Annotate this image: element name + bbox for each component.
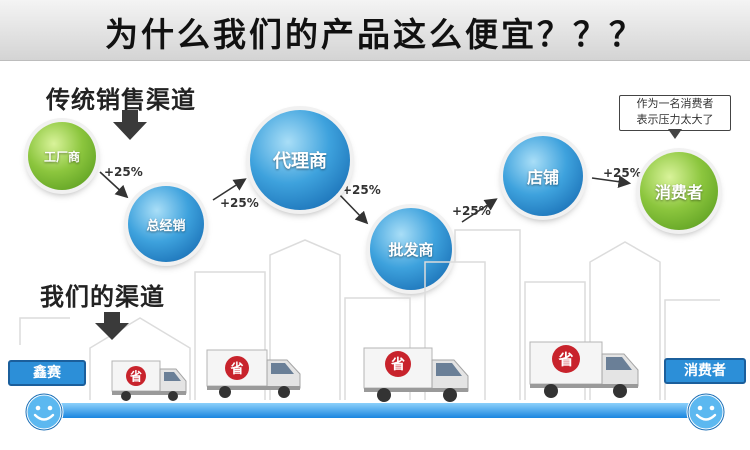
markup-label: +25% [220, 196, 259, 210]
markup-label: +25% [603, 166, 642, 180]
speech-line-1: 作为一名消费者 [636, 97, 714, 110]
flow-arrow-4 [461, 198, 498, 223]
truck-mark: 省 [229, 361, 243, 377]
node-factory: 工厂商 [28, 122, 96, 190]
down-arrow-icon [95, 312, 129, 340]
node-wholesaler-label: 批发商 [388, 240, 434, 259]
page-title: 为什么我们的产品这么便宜？？？ [105, 15, 645, 54]
start-label: 鑫赛 [8, 360, 86, 386]
markup-label: +25% [452, 204, 491, 218]
end-label: 消费者 [664, 358, 746, 384]
smiley-icon [686, 392, 726, 432]
truck-icon: 省 [529, 341, 639, 398]
markup-label: +25% [342, 183, 381, 197]
flow-arrow-5 [591, 175, 632, 189]
speech-tail [668, 129, 682, 139]
traditional-channel-heading: 传统销售渠道 [46, 86, 196, 114]
node-consumer: 消费者 [640, 152, 718, 230]
node-consumer-label: 消费者 [654, 183, 703, 202]
node-agent-label: 代理商 [273, 151, 327, 172]
direct-channel-road [30, 403, 720, 418]
speech-line-2: 表示压力太大了 [636, 113, 714, 126]
title-banner: 为什么我们的产品这么便宜？？？ [0, 0, 750, 61]
our-channel-heading: 我们的渠道 [40, 283, 165, 311]
flow-arrow-3 [334, 189, 369, 225]
consumer-speech-bubble: 作为一名消费者 表示压力太大了 [619, 95, 731, 131]
truck-mark: 省 [390, 356, 405, 373]
truck-mark: 省 [557, 351, 573, 369]
node-agent: 代理商 [250, 110, 350, 210]
down-arrow-icon [113, 110, 147, 140]
smiley-icon [24, 392, 64, 432]
node-wholesaler: 批发商 [370, 208, 452, 290]
flow-arrow-1 [99, 171, 129, 199]
truck-icon: 省 [363, 347, 469, 402]
node-store-label: 店铺 [526, 168, 559, 187]
truck-icon: 省 [206, 349, 301, 398]
markup-label: +25% [104, 165, 143, 179]
truck-mark: 省 [129, 369, 142, 384]
flow-arrow-2 [212, 178, 247, 201]
node-factory-label: 工厂商 [43, 149, 80, 164]
node-store: 店铺 [503, 136, 583, 216]
truck-icon: 省 [111, 360, 187, 401]
node-general-distributor-label: 总经销 [146, 218, 186, 234]
node-general-distributor: 总经销 [128, 186, 204, 262]
